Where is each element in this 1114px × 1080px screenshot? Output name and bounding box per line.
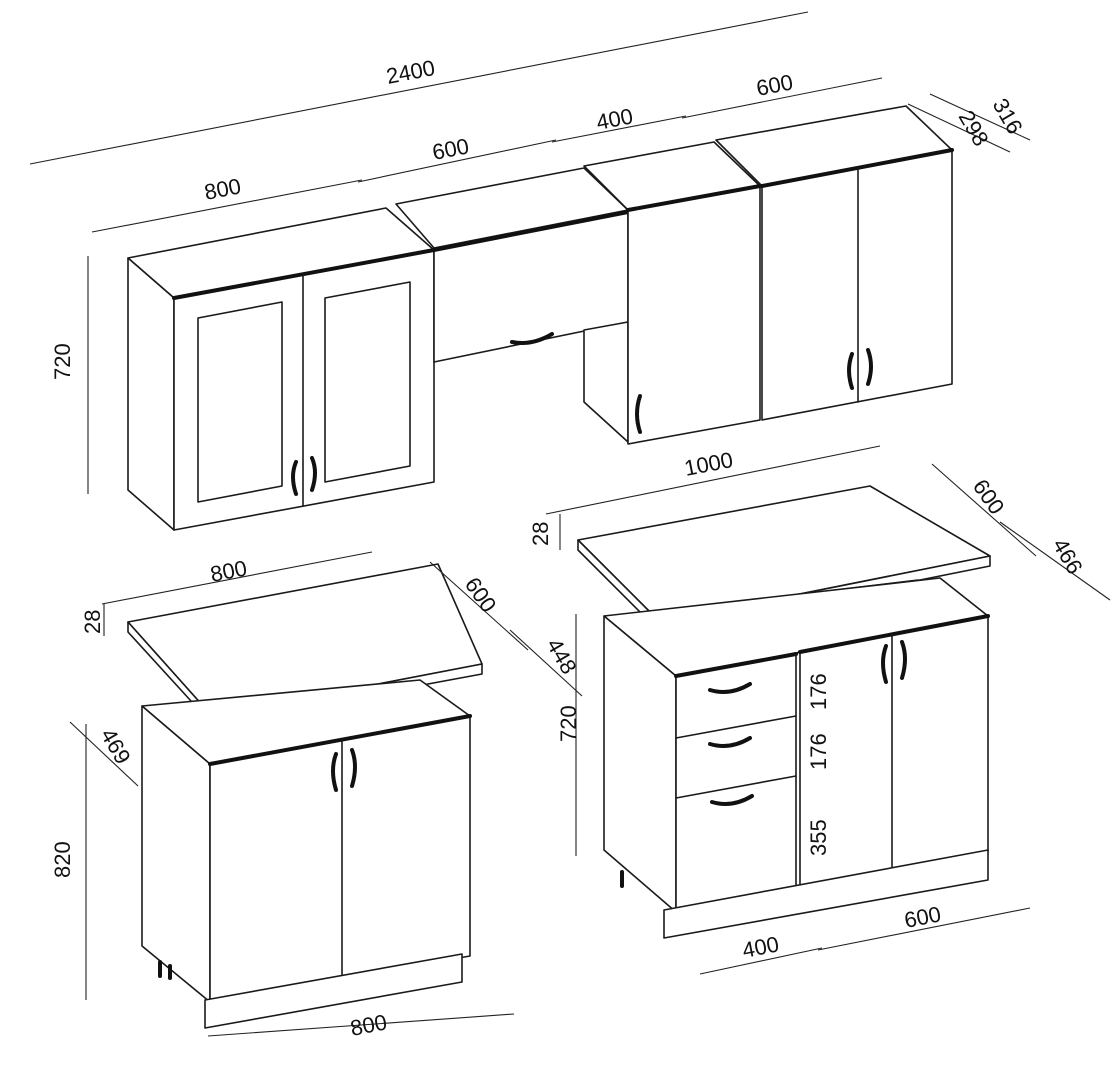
label-1000: 1000 — [682, 447, 735, 481]
label-2400: 2400 — [384, 55, 437, 89]
label-28-worktop-large: 28 — [528, 522, 553, 546]
upper-glass-cabinet — [127, 207, 436, 531]
label-820: 820 — [50, 841, 75, 878]
label-600-worktop: 600 — [460, 573, 502, 617]
handle-icon — [708, 736, 752, 748]
upper-double-cabinet — [715, 105, 954, 421]
label-720-upper: 720 — [50, 343, 75, 380]
handle-icon — [847, 352, 854, 390]
upper-cabinets — [127, 105, 954, 531]
handle-icon — [350, 748, 357, 788]
label-400-upper: 400 — [594, 103, 635, 135]
label-28-worktop: 28 — [80, 610, 105, 634]
handle-icon — [866, 348, 873, 386]
label-600-lift: 600 — [430, 133, 471, 165]
label-469: 469 — [96, 724, 136, 768]
base-cabinet-1000 — [577, 485, 991, 939]
handle-icon — [291, 460, 298, 496]
handle-icon — [710, 794, 754, 806]
label-176-middle: 176 — [806, 733, 831, 770]
label-355: 355 — [806, 819, 831, 856]
handle-icon — [510, 332, 554, 345]
handle-icon — [900, 640, 907, 680]
handle-icon — [310, 456, 317, 492]
label-316: 316 — [988, 94, 1028, 138]
base-cabinet-800 — [127, 563, 483, 1029]
label-800-upper: 800 — [202, 173, 243, 205]
handle-icon — [708, 682, 752, 694]
label-466: 466 — [1048, 534, 1088, 578]
label-176-top: 176 — [806, 673, 831, 710]
handle-icon — [331, 752, 338, 792]
label-800-base: 800 — [348, 1009, 389, 1041]
label-600-base: 600 — [902, 901, 943, 933]
handle-icon — [881, 644, 888, 684]
dimension-lines — [29, 11, 1111, 1037]
label-298: 298 — [954, 106, 994, 150]
upper-narrow-cabinet — [583, 141, 762, 445]
label-800-worktop: 800 — [208, 555, 249, 587]
label-600-worktop-large: 600 — [968, 475, 1010, 519]
handle-icon — [635, 394, 642, 434]
label-720-base: 720 — [556, 705, 581, 742]
